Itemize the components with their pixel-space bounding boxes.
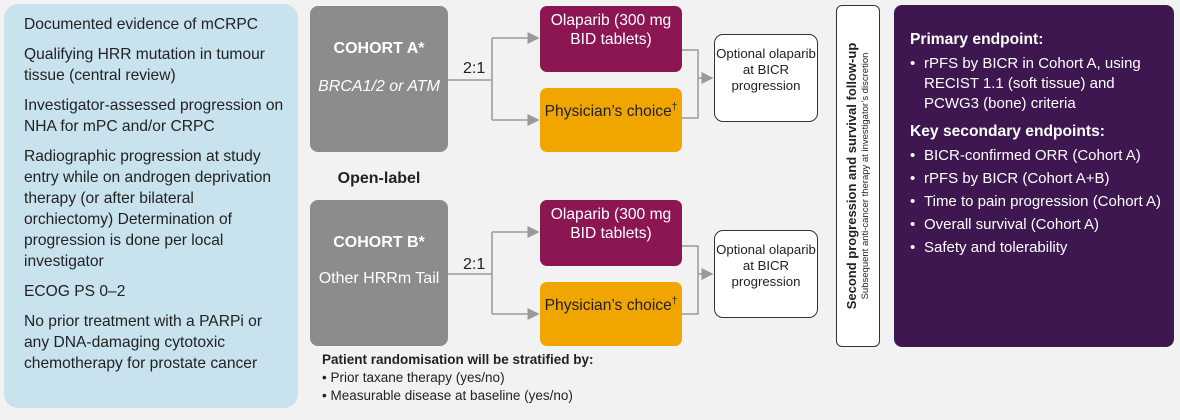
cohort-a-subtitle: BRCA1/2 or ATM <box>318 78 440 95</box>
optional-olaparib-box-b: Optional olaparib at BICR progression <box>714 230 818 318</box>
cohort-a-box: COHORT A* BRCA1/2 or ATM <box>310 6 448 152</box>
optional-olaparib-box-a: Optional olaparib at BICR progression <box>714 34 818 122</box>
cohort-b-box: COHORT B* Other HRRm Tail <box>310 200 448 346</box>
randomisation-ratio-b: 2:1 <box>463 256 486 273</box>
stratification-item: • Prior taxane therapy (yes/no) <box>322 370 505 385</box>
secondary-endpoint-item: Safety and tolerability <box>910 238 1164 258</box>
secondary-endpoints-heading: Key secondary endpoints: <box>910 123 1105 140</box>
eligibility-item: ECOG PS 0–2 <box>24 283 126 300</box>
eligibility-item: Radiographic progression at study entry … <box>24 148 272 270</box>
secondary-endpoint-item: Time to pain progression (Cohort A) <box>910 192 1164 212</box>
secondary-endpoint-item: rPFS by BICR (Cohort A+B) <box>910 169 1164 189</box>
physician-choice-arm-b: Physician’s choice† <box>540 282 682 346</box>
eligibility-item: Investigator-assessed progression on NHA… <box>24 97 284 135</box>
physician-choice-label: Physician’s choice <box>544 297 672 315</box>
secondary-endpoint-item: Overall survival (Cohort A) <box>910 215 1164 235</box>
followup-box: Second progression and survival follow-u… <box>836 5 880 347</box>
dagger-footnote-mark: † <box>671 102 678 113</box>
secondary-endpoint-item: BICR-confirmed ORR (Cohort A) <box>910 146 1164 166</box>
eligibility-item: Documented evidence of mCRPC <box>24 16 259 33</box>
stratification-heading: Patient randomisation will be stratified… <box>322 352 594 367</box>
olaparib-arm-a: Olaparib (300 mg BID tablets) <box>540 6 682 72</box>
stratification-note: Patient randomisation will be stratified… <box>322 352 742 405</box>
followup-small-text: Subsequent anti-cancer therapy at invest… <box>860 52 871 300</box>
physician-choice-label: Physician’s choice <box>544 103 672 121</box>
dagger-footnote-mark: † <box>671 296 678 307</box>
randomisation-ratio-a: 2:1 <box>463 60 486 77</box>
followup-main-text: Second progression and survival follow-u… <box>844 42 859 310</box>
stratification-item: • Measurable disease at baseline (yes/no… <box>322 388 573 403</box>
primary-endpoint-item: rPFS by BICR in Cohort A, using RECIST 1… <box>910 54 1164 114</box>
primary-endpoint-heading: Primary endpoint: <box>910 31 1044 48</box>
cohort-b-subtitle: Other HRRm Tail <box>318 270 440 287</box>
eligibility-panel: Documented evidence of mCRPC Qualifying … <box>4 4 298 408</box>
cohort-b-title: COHORT B* <box>333 234 425 251</box>
eligibility-item: Qualifying HRR mutation in tumour tissue… <box>24 46 265 84</box>
open-label-text: Open-label <box>337 170 421 187</box>
endpoints-panel: Primary endpoint: rPFS by BICR in Cohort… <box>894 5 1174 347</box>
physician-choice-arm-a: Physician’s choice† <box>540 88 682 152</box>
eligibility-item: No prior treatment with a PARPi or any D… <box>24 313 263 372</box>
olaparib-arm-b: Olaparib (300 mg BID tablets) <box>540 200 682 266</box>
cohort-a-title: COHORT A* <box>333 40 425 57</box>
